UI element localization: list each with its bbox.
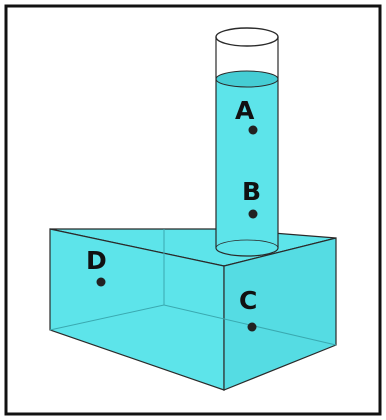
point-b-label: B — [242, 177, 261, 206]
point-c: C — [239, 286, 257, 332]
tube-top-rim — [215, 27, 279, 47]
point-c-label: C — [239, 286, 257, 315]
point-d-dot — [96, 277, 106, 287]
tube-water-surface — [215, 70, 279, 88]
point-b: B — [242, 177, 261, 219]
tube-water-column — [216, 79, 278, 256]
tube-bottom-rim — [215, 247, 279, 257]
tank-bottom-back-edge — [49, 304, 165, 331]
water-tube — [215, 27, 279, 257]
point-d: D — [86, 246, 107, 287]
point-d-label: D — [86, 246, 107, 275]
point-c-dot — [247, 322, 257, 332]
point-a: A — [235, 96, 258, 135]
tube-bottom-rim-back — [215, 239, 279, 249]
point-a-label: A — [235, 96, 255, 125]
point-b-dot — [248, 209, 258, 219]
point-a-dot — [248, 125, 258, 135]
